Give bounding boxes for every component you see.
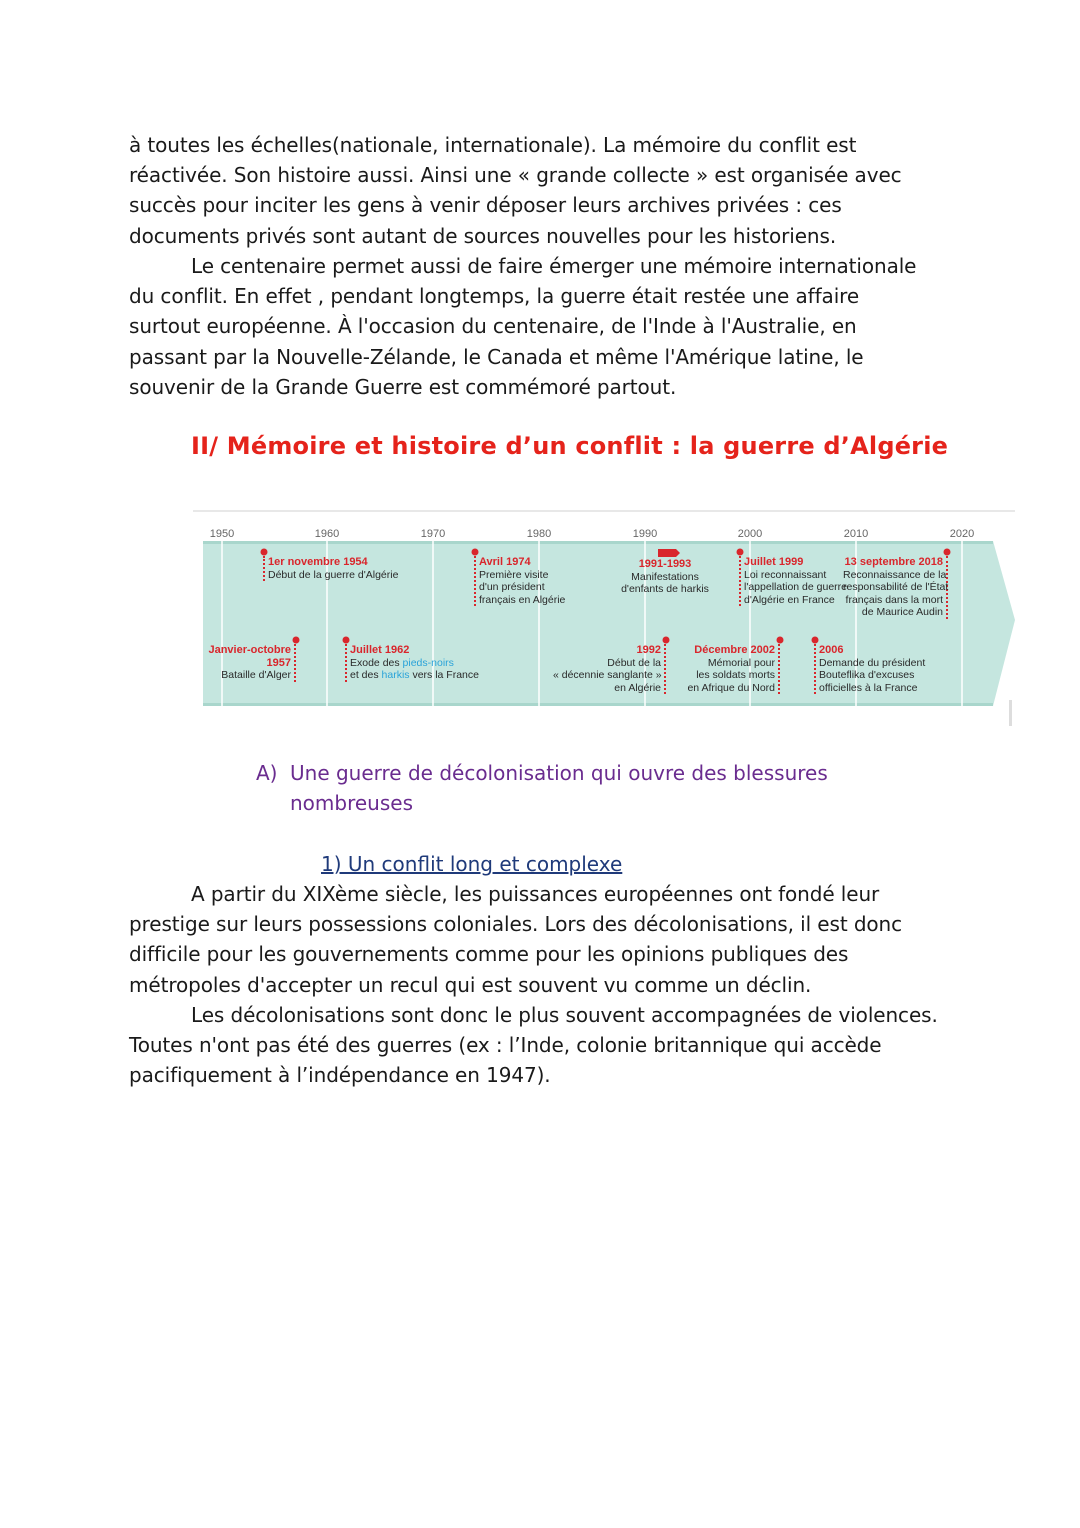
text-line: Les décolonisations sont donc le plus so… bbox=[191, 1003, 938, 1027]
text-line: succès pour inciter les gens à venir dép… bbox=[129, 193, 842, 218]
text-line: réactivée. Son histoire aussi. Ainsi une… bbox=[129, 163, 902, 188]
event-1957: Janvier-octobre 1957 Bataille d'Alger bbox=[205, 644, 296, 682]
year-label: 2010 bbox=[843, 528, 869, 540]
subsection-letter: A) bbox=[256, 761, 278, 785]
event-2002: Décembre 2002 Mémorial pour les soldats … bbox=[683, 644, 780, 694]
year-label: 1980 bbox=[526, 528, 552, 540]
text-line: documents privés sont autant de sources … bbox=[129, 223, 837, 248]
body-paragraph-1: A partir du XIXème siècle, les puissance… bbox=[129, 879, 949, 1000]
event-2018: 13 septembre 2018 Reconnaissance de la r… bbox=[843, 556, 949, 619]
intro-paragraph: à toutes les échelles(nationale, interna… bbox=[129, 130, 949, 251]
text-line: pacifiquement à l’indépendance en 1947). bbox=[129, 1063, 551, 1088]
text-line: Le centenaire permet aussi de faire émer… bbox=[191, 254, 917, 278]
centenaire-paragraph: Le centenaire permet aussi de faire émer… bbox=[129, 251, 949, 402]
subsection-a-line: Une guerre de décolonisation qui ouvre d… bbox=[290, 761, 828, 785]
text-line: prestige sur leurs possessions coloniale… bbox=[129, 912, 903, 937]
text-line: surtout européenne. À l'occasion du cent… bbox=[129, 314, 857, 339]
timeline-figure: 1950 1960 1970 1980 1990 2000 2010 2020 … bbox=[193, 510, 1015, 726]
subsection-1-title: 1) Un conflit long et complexe bbox=[321, 852, 623, 876]
year-label: 2000 bbox=[737, 528, 763, 540]
event-1974: Avril 1974 Première visite d'un présiden… bbox=[474, 556, 565, 606]
text-line: A partir du XIXème siècle, les puissance… bbox=[191, 882, 880, 906]
event-1962: Juillet 1962 Exode des pieds-noirs et de… bbox=[345, 644, 479, 682]
text-line: du conflit. En effet , pendant longtemps… bbox=[129, 284, 860, 309]
subsection-a-line: nombreuses bbox=[290, 791, 413, 815]
year-label: 2020 bbox=[949, 528, 975, 540]
text-line: métropoles d'accepter un recul qui est s… bbox=[129, 972, 812, 997]
section-title: II/ Mémoire et histoire d’un conflit : l… bbox=[191, 432, 949, 460]
text-line: difficile pour les gouvernements comme p… bbox=[129, 942, 849, 967]
text-line: souvenir de la Grande Guerre est commémo… bbox=[129, 374, 677, 399]
timeline-background bbox=[193, 510, 1015, 726]
year-label: 1950 bbox=[209, 528, 235, 540]
year-label: 1970 bbox=[420, 528, 446, 540]
text-line: à toutes les échelles(nationale, interna… bbox=[129, 133, 857, 157]
event-1992: 1992 Début de la « décennie sanglante » … bbox=[553, 644, 666, 694]
text-line: passant par la Nouvelle-Zélande, le Cana… bbox=[129, 344, 864, 369]
timeline-markers bbox=[260, 548, 951, 644]
event-1999: Juillet 1999 Loi reconnaissant l'appella… bbox=[739, 556, 847, 606]
subsection-a: A) Une guerre de décolonisation qui ouvr… bbox=[256, 758, 856, 818]
timeline-band bbox=[203, 541, 1015, 706]
text-line: Toutes n'ont pas été des guerres (ex : l… bbox=[129, 1033, 882, 1058]
event-1991-1993: 1991-1993 Manifestations d'enfants de ha… bbox=[621, 558, 709, 595]
event-2006: 2006 Demande du président Bouteflika d'e… bbox=[814, 644, 925, 694]
year-label: 1960 bbox=[314, 528, 340, 540]
body-paragraph-2: Les décolonisations sont donc le plus so… bbox=[129, 1000, 949, 1091]
year-label: 1990 bbox=[632, 528, 658, 540]
event-1954: 1er novembre 1954 Début de la guerre d'A… bbox=[263, 556, 398, 581]
